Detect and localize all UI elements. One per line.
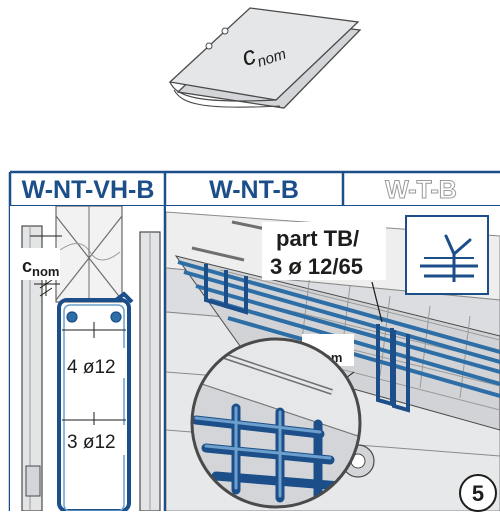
punch-hole-icon [205,42,213,50]
tab-w-nt-vh-b[interactable]: W-NT-VH-B [22,176,155,204]
callout-bars-label: 3 ø 12/65 [270,254,363,279]
magnifier-detail [190,337,362,509]
rebar-placement-icon [405,215,489,295]
tab-w-nt-b[interactable]: W-NT-B [209,176,299,204]
svg-text:5: 5 [472,481,484,506]
left-section-view: cnom 4 ø12 3 ø12 [10,206,164,511]
punch-hole-icon [221,27,229,35]
bars-upper-label: 4 ø12 [67,357,116,378]
stirrup-rebar [57,298,131,511]
step-number-badge: 5 [459,474,497,512]
document-illustration: cnom [168,7,362,109]
tab-w-t-b[interactable]: W-T-B [385,176,458,205]
callout-part-label: part TB/ [276,226,359,251]
bars-lower-label: 3 ø12 [67,432,116,453]
cnom-label-left: cnom [22,256,59,279]
